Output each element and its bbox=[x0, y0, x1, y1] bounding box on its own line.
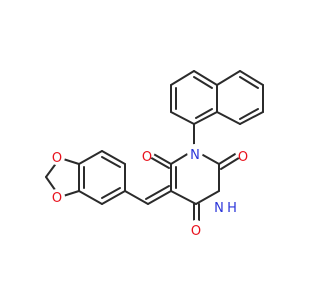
bond bbox=[216, 70, 241, 86]
bond bbox=[239, 76, 259, 89]
svg-text:H: H bbox=[227, 201, 237, 216]
bond bbox=[220, 155, 243, 170]
bond bbox=[193, 111, 218, 125]
bond bbox=[170, 70, 195, 86]
bond bbox=[239, 108, 259, 120]
svg-text:O: O bbox=[52, 191, 62, 206]
bond bbox=[101, 156, 121, 168]
oxygen-atom-dioxole-bottom: O bbox=[49, 189, 65, 206]
bond bbox=[101, 150, 126, 165]
bond bbox=[170, 190, 197, 205]
nitrogen-atom-n3: N H bbox=[212, 197, 238, 216]
bond bbox=[170, 111, 195, 125]
svg-text:N: N bbox=[190, 148, 200, 163]
carbonyl-oxygen-c2: O bbox=[235, 143, 251, 165]
oxygen-atom-dioxole-top: O bbox=[49, 149, 65, 166]
bond bbox=[193, 70, 218, 86]
atom-labels: O O O O O N N H bbox=[49, 143, 251, 239]
svg-text:N: N bbox=[214, 201, 224, 216]
molecule-structure: O O O O O N N H bbox=[45, 70, 264, 239]
bond bbox=[145, 185, 170, 200]
bonds bbox=[45, 70, 264, 228]
carbonyl-oxygen-c6: O bbox=[188, 220, 204, 239]
bond bbox=[124, 190, 149, 205]
nitrogen-atom-n1: N bbox=[187, 144, 203, 163]
bond bbox=[239, 111, 264, 125]
bond bbox=[216, 111, 241, 125]
bond bbox=[239, 70, 264, 86]
svg-text:O: O bbox=[52, 151, 62, 166]
bond bbox=[101, 190, 126, 205]
svg-text:O: O bbox=[191, 224, 201, 239]
bond bbox=[78, 150, 103, 165]
bond bbox=[195, 190, 220, 205]
carbonyl-oxygen-c4: O bbox=[139, 143, 155, 165]
bond bbox=[101, 187, 121, 199]
bond bbox=[78, 190, 103, 205]
bond bbox=[147, 155, 170, 169]
svg-text:O: O bbox=[142, 150, 152, 165]
svg-text:O: O bbox=[238, 150, 248, 165]
bond bbox=[195, 108, 213, 119]
bond bbox=[147, 190, 172, 205]
bond bbox=[193, 76, 213, 89]
